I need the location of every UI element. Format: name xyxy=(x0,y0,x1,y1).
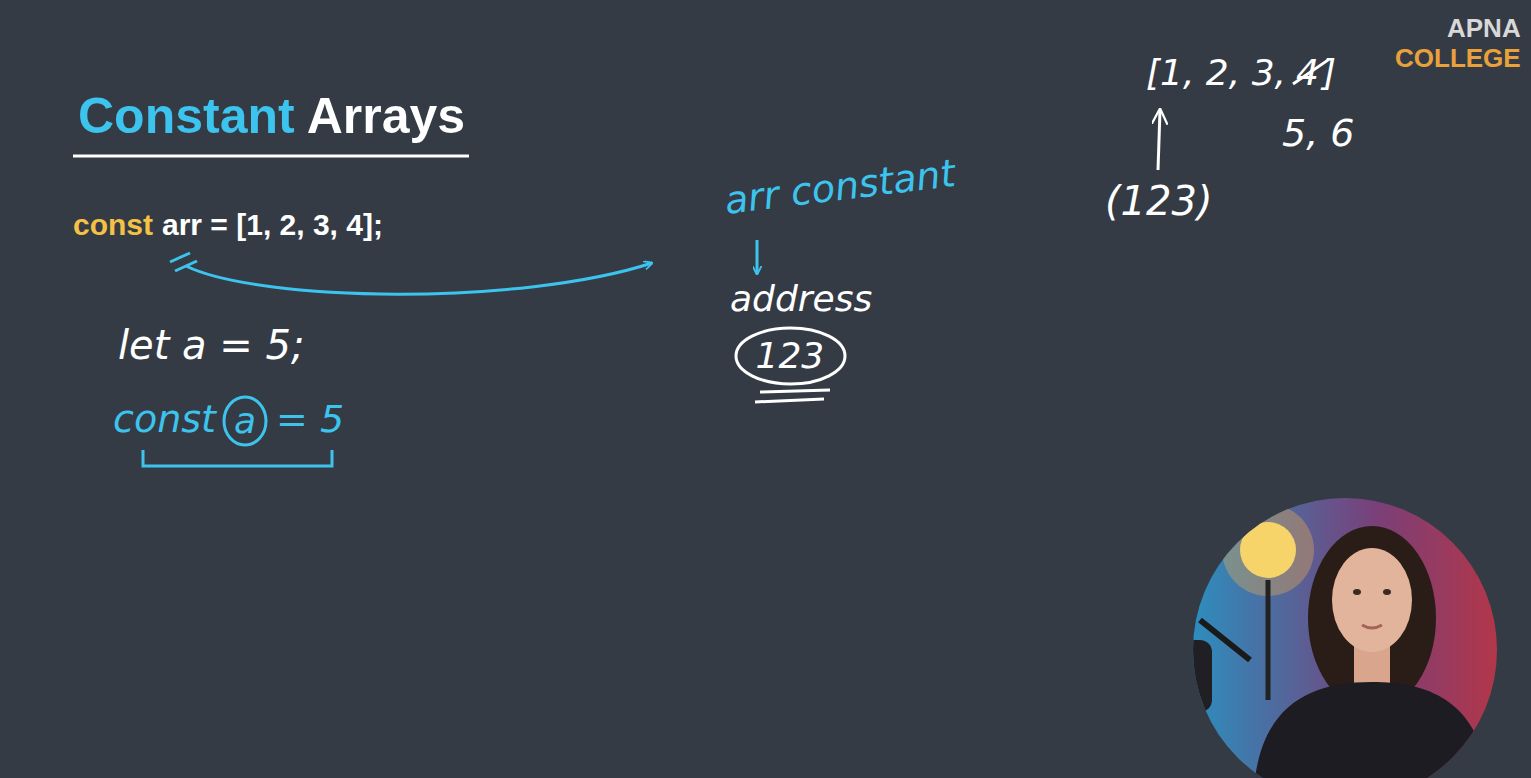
crossed-value: 4 xyxy=(1296,52,1319,93)
strike-mark xyxy=(170,253,190,262)
handwritten-note: address xyxy=(730,278,872,319)
circled-variable: a xyxy=(222,395,268,447)
up-arrow xyxy=(1158,110,1160,170)
code-text: arr = [1, 2, 3, 4]; xyxy=(162,208,383,243)
face xyxy=(1332,548,1412,652)
title-underline xyxy=(73,155,469,158)
presenter-photo xyxy=(1182,495,1531,778)
new-values: 5, 6 xyxy=(1282,112,1355,156)
handwritten-code: let a = 5; xyxy=(118,322,305,368)
code-keyword: const xyxy=(73,208,153,243)
array-values: ] xyxy=(1322,52,1336,93)
handwritten-code: = 5 xyxy=(276,398,344,442)
handwritten-note: arr constant xyxy=(722,152,957,224)
lamp-stand xyxy=(1266,580,1271,700)
logo-text: COLLEGE xyxy=(1395,44,1521,74)
down-arrow xyxy=(756,240,759,274)
outline-ellipse xyxy=(736,328,845,384)
strike-mark xyxy=(175,261,197,271)
body xyxy=(1255,682,1488,778)
address-oval: 123 xyxy=(734,326,847,386)
logo-text: APNA xyxy=(1447,14,1521,44)
eye xyxy=(1353,589,1361,595)
bracket xyxy=(143,450,332,466)
array-values: [1, 2, 3, xyxy=(1146,52,1286,93)
handwritten-keyword: const xyxy=(113,398,216,442)
lamp xyxy=(1240,522,1296,578)
address-value: (123) xyxy=(1105,178,1213,224)
underline-mark xyxy=(755,399,824,402)
slide-title: Constant Arrays xyxy=(78,88,465,146)
underline-mark xyxy=(760,390,830,392)
curved-arrow xyxy=(186,263,652,294)
outline-ellipse xyxy=(224,397,266,445)
eye xyxy=(1383,589,1391,595)
node-text: a xyxy=(234,401,256,441)
photo-backdrop xyxy=(1190,495,1531,778)
node-text: 123 xyxy=(756,336,825,376)
microphone xyxy=(1182,640,1212,712)
mouth xyxy=(1362,625,1382,628)
